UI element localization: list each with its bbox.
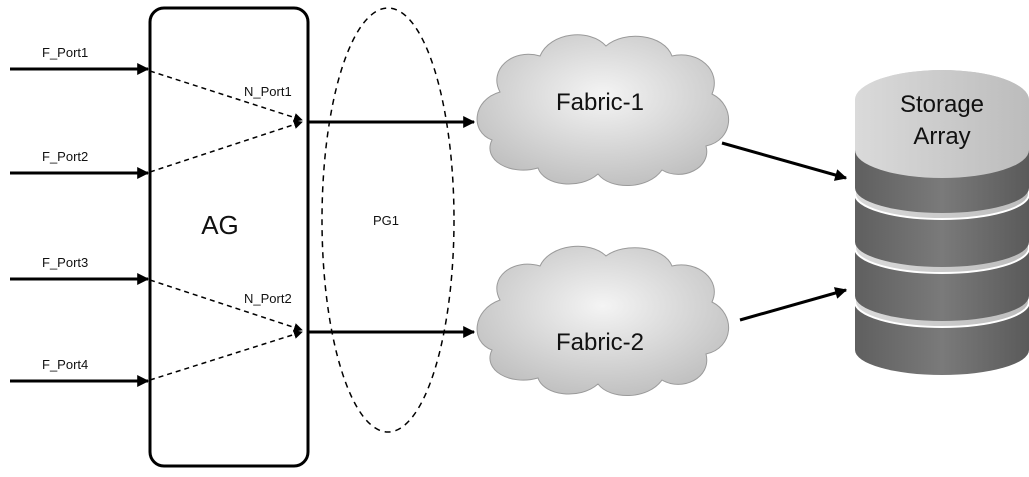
fabric-2-label: Fabric-2 [556, 329, 644, 356]
n-port-2-label: N_Port2 [244, 291, 292, 306]
f-port-4-label: F_Port4 [42, 357, 88, 372]
f-port-3-label: F_Port3 [42, 255, 88, 270]
f-port-3: F_Port3 [10, 255, 150, 285]
n-port-1-label: N_Port1 [244, 84, 292, 99]
ag-label: AG [201, 210, 239, 240]
f-port-4: F_Port4 [10, 357, 150, 387]
ag-box [148, 6, 310, 468]
port-group-ellipse [321, 7, 455, 433]
f-port-2: F_Port2 [10, 149, 150, 179]
fabric-1-storage-link [721, 141, 848, 181]
port-group-label: PG1 [373, 213, 399, 228]
storage-label-line2: Array [913, 123, 970, 150]
storage-label-line1: Storage [900, 91, 984, 118]
fabric-1-label: Fabric-1 [556, 89, 644, 116]
f-port-1: F_Port1 [10, 45, 150, 75]
f-port-2-label: F_Port2 [42, 149, 88, 164]
fabric-2-storage-link [739, 287, 848, 322]
fabric-1-cloud: Fabric-1 [476, 34, 729, 186]
fabric-2-cloud: Fabric-2 [476, 245, 729, 396]
f-port-1-label: F_Port1 [42, 45, 88, 60]
storage-array: Storage Array [854, 70, 1029, 375]
